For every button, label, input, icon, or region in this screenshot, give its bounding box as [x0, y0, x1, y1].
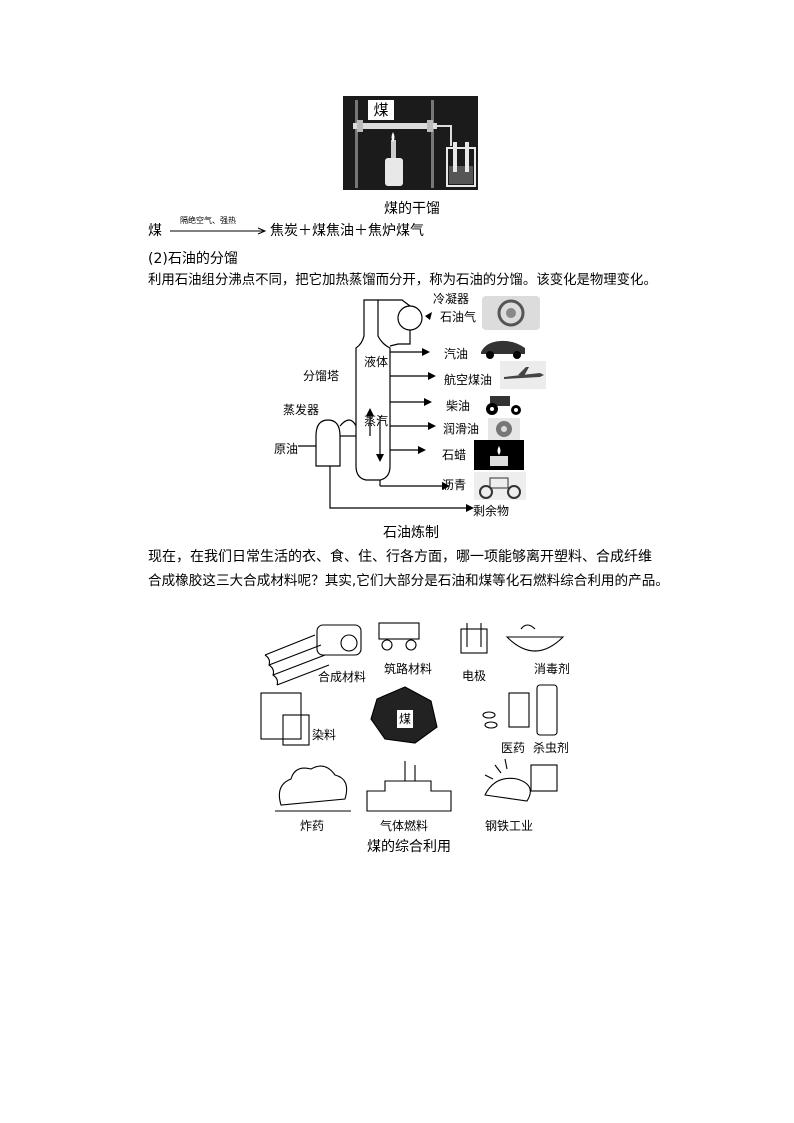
- coal-distillation-photo: 煤: [343, 96, 478, 190]
- product-label: 石蜡: [442, 448, 467, 462]
- figure2-caption: 石油炼制: [383, 525, 439, 541]
- section-heading: (2)石油的分馏: [148, 251, 238, 267]
- coal-center-label: 煤: [397, 710, 413, 728]
- fractionation-diagram: [298, 299, 474, 512]
- product-label: 航空煤油: [444, 373, 493, 387]
- equation-products: 焦炭＋煤焦油＋焦炉煤气: [270, 223, 424, 239]
- use-label-electrode: 电极: [462, 669, 487, 683]
- lubricant-icon: [488, 418, 520, 440]
- label-condenser: 冷凝器: [433, 292, 470, 306]
- coal-uses-illustration: [260, 622, 565, 812]
- use-label-medicine: 医药: [501, 741, 526, 755]
- label-residue: 剩余物: [473, 504, 510, 518]
- label-crude-oil: 原油: [274, 442, 299, 456]
- label-liquid: 液体: [364, 355, 389, 369]
- figure1-caption: 煤的干馏: [384, 201, 440, 217]
- use-label-dye: 染料: [312, 728, 337, 742]
- product-label: 润滑油: [443, 422, 480, 436]
- product-label: 石油气: [440, 310, 477, 324]
- use-label-gas-fuel: 气体燃料: [380, 819, 429, 833]
- label-vapor: 蒸汽: [364, 414, 389, 428]
- tractor-icon: [480, 392, 530, 416]
- label-evaporator: 蒸发器: [283, 403, 320, 417]
- figure3-caption: 煤的综合利用: [367, 839, 451, 855]
- use-label-road: 筑路材料: [384, 662, 433, 676]
- use-label-insecticide: 杀虫剂: [533, 741, 570, 755]
- equation-reactant: 煤: [148, 223, 162, 239]
- product-label: 汽油: [444, 347, 469, 361]
- gas-stove-icon: [482, 296, 540, 330]
- reaction-arrow: [170, 227, 267, 235]
- distillation-apparatus-icon: [343, 96, 478, 190]
- candle-icon: [474, 440, 524, 470]
- paragraph-line-2: 合成橡胶这三大合成材料呢？其实,它们大部分是石油和煤等化石燃料综合利用的产品。: [148, 573, 669, 589]
- label-tower: 分馏塔: [303, 369, 340, 383]
- paragraph-line-1: 现在，在我们日常生活的衣、食、住、行各方面，哪一项能够离开塑料、合成纤维: [148, 549, 652, 565]
- car-icon: [478, 334, 528, 360]
- use-label-explosive: 炸药: [300, 819, 325, 833]
- airplane-icon: [500, 361, 546, 389]
- use-label-steel: 钢铁工业: [485, 819, 534, 833]
- coal-box-label: 煤: [368, 100, 394, 120]
- section-paragraph: 利用石油组分沸点不同，把它加热蒸馏而分开，称为石油的分馏。该变化是物理变化。: [148, 273, 657, 288]
- use-label-synthetic: 合成材料: [318, 670, 367, 684]
- road-roller-icon: [474, 472, 526, 500]
- use-label-disinfectant: 消毒剂: [534, 662, 571, 676]
- reaction-condition: 隔绝空气、强热: [180, 216, 236, 225]
- product-label: 沥青: [442, 478, 467, 492]
- product-label: 柴油: [446, 399, 471, 413]
